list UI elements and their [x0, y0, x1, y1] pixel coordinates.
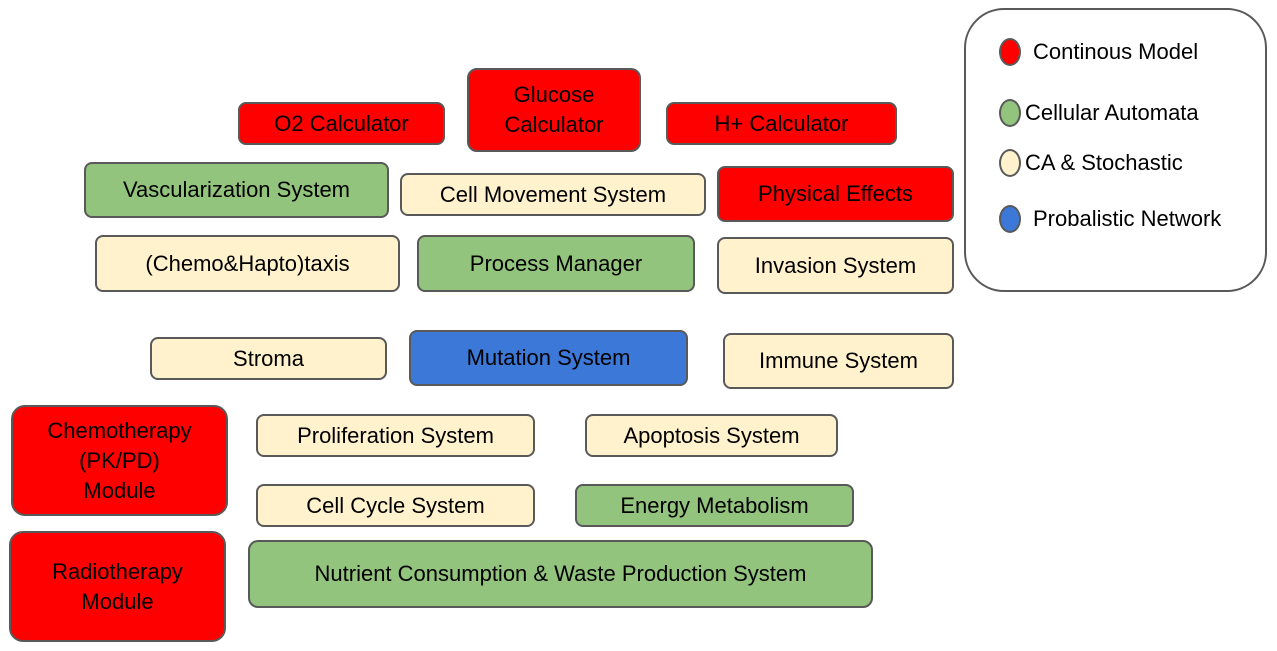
legend-label-ca-stochastic: CA & Stochastic	[1025, 150, 1183, 175]
apoptosis-system-box: Apoptosis System	[585, 414, 838, 457]
legend-label-probabilistic: Probalistic Network	[1033, 206, 1222, 231]
cell-movement-system-box: Cell Movement System	[400, 173, 706, 216]
energy-metabolism-box: Energy Metabolism	[575, 484, 854, 527]
legend-item-cellular-automata: Cellular Automata	[999, 99, 1199, 127]
stroma-box: Stroma	[150, 337, 387, 380]
invasion-system-box: Invasion System	[717, 237, 954, 294]
glucose-calculator-box: Glucose Calculator	[467, 68, 641, 152]
cell-cycle-system-box: Cell Cycle System	[256, 484, 535, 527]
physical-effects-box: Physical Effects	[717, 166, 954, 222]
cream-dot-icon	[999, 149, 1021, 177]
mutation-system-box: Mutation System	[409, 330, 688, 386]
blue-dot-icon	[999, 205, 1021, 233]
legend-label-continuous: Continous Model	[1033, 39, 1199, 64]
proliferation-system-box: Proliferation System	[256, 414, 535, 457]
immune-system-box: Immune System	[723, 333, 954, 389]
legend-item-probabilistic: Probalistic Network	[999, 205, 1221, 233]
chemotherapy-module-box: Chemotherapy (PK/PD) Module	[11, 405, 228, 516]
o2-calculator-box: O2 Calculator	[238, 102, 445, 145]
radiotherapy-module-box: Radiotherapy Module	[9, 531, 226, 642]
green-dot-icon	[999, 99, 1021, 127]
legend-label-cellular-automata: Cellular Automata	[1025, 100, 1199, 125]
h-calculator-box: H+ Calculator	[666, 102, 897, 145]
nutrient-consumption-box: Nutrient Consumption & Waste Production …	[248, 540, 873, 608]
process-manager-box: Process Manager	[417, 235, 695, 292]
legend: Continous Model Cellular Automata CA & S…	[964, 8, 1267, 292]
chemo-hapto-taxis-box: (Chemo&Hapto)taxis	[95, 235, 400, 292]
red-dot-icon	[999, 38, 1021, 66]
vascularization-system-box: Vascularization System	[84, 162, 389, 218]
legend-item-continuous: Continous Model	[999, 38, 1198, 66]
legend-item-ca-stochastic: CA & Stochastic	[999, 149, 1183, 177]
